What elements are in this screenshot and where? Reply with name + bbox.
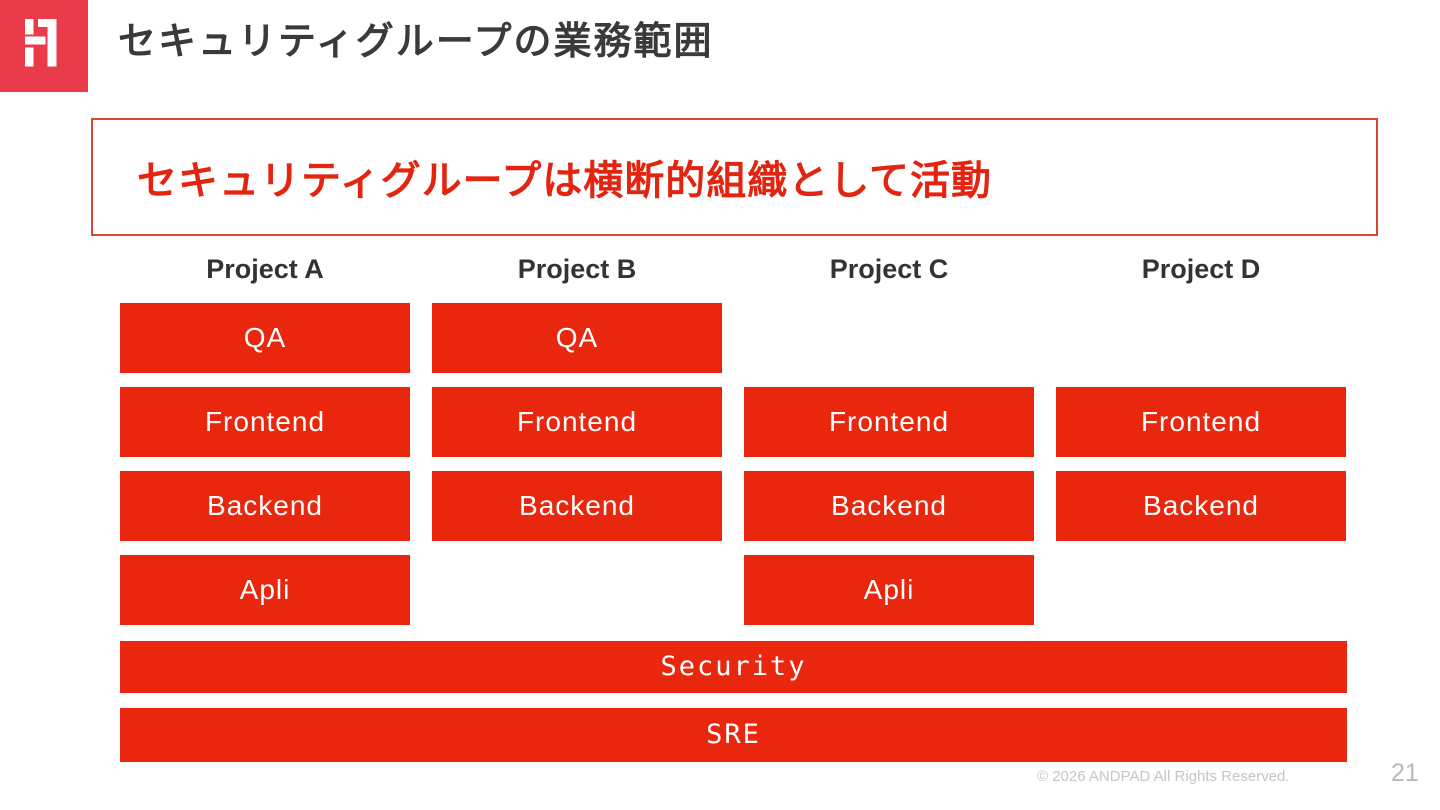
sre-bar: SRE	[120, 708, 1347, 762]
org-box-frontend: Frontend	[744, 387, 1034, 457]
org-box-frontend: Frontend	[432, 387, 722, 457]
callout-box: セキュリティグループは横断的組織として活動	[91, 118, 1378, 236]
org-box-qa: QA	[432, 303, 722, 373]
org-box-apli: Apli	[120, 555, 410, 625]
org-box-qa: QA	[120, 303, 410, 373]
org-box-frontend: Frontend	[1056, 387, 1346, 457]
project-column-a: Project A QA Frontend Backend Apli	[120, 250, 410, 639]
column-header-b: Project B	[517, 254, 637, 284]
slide-title: セキュリティグループの業務範囲	[118, 21, 714, 63]
page-number: 21	[1391, 759, 1419, 787]
org-box-backend: Backend	[432, 471, 722, 541]
copyright-text: © 2026 ANDPAD All Rights Reserved.	[1037, 768, 1290, 785]
org-box-backend: Backend	[1056, 471, 1346, 541]
column-header-a: Project A	[206, 254, 324, 284]
security-bar: Security	[120, 641, 1347, 693]
callout-text: セキュリティグループは横断的組織として活動	[137, 159, 992, 203]
org-box-frontend: Frontend	[120, 387, 410, 457]
column-header-c: Project C	[829, 254, 949, 284]
andpad-logo-icon	[0, 0, 88, 92]
project-matrix: Project A QA Frontend Backend Apli Proje…	[120, 250, 1347, 639]
project-column-c: Project C Frontend Backend Apli	[744, 250, 1034, 639]
org-box-backend: Backend	[120, 471, 410, 541]
org-box-backend: Backend	[744, 471, 1034, 541]
project-column-d: Project D Frontend Backend	[1056, 250, 1346, 639]
column-header-d: Project D	[1141, 254, 1261, 284]
org-box-apli: Apli	[744, 555, 1034, 625]
project-column-b: Project B QA Frontend Backend	[432, 250, 722, 639]
